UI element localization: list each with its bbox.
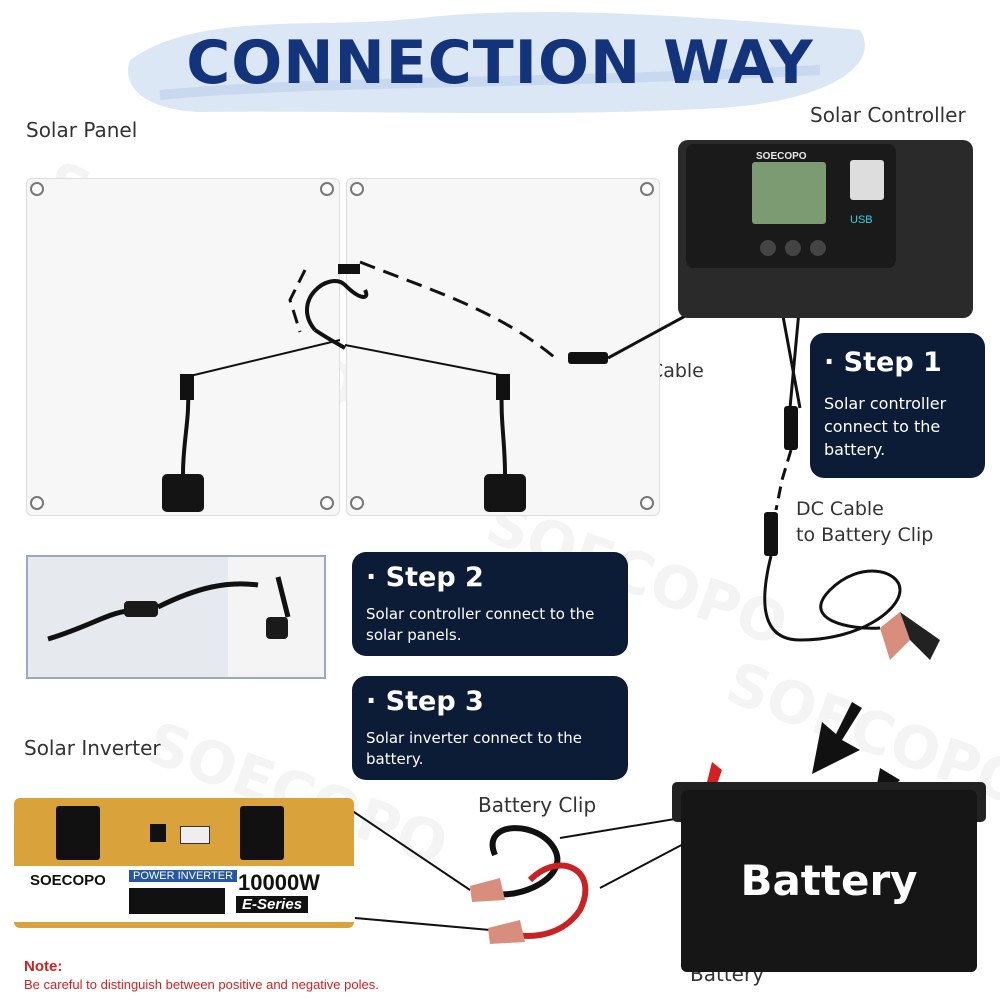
inverter-usb-ports xyxy=(180,826,210,844)
inverter-power: 10000W xyxy=(238,870,320,895)
step-3-heading: · Step 3 xyxy=(366,686,484,717)
step-2-text-line1: Solar controller connect to the xyxy=(366,605,595,623)
solar-controller-label: Solar Controller xyxy=(810,103,966,127)
controller-button xyxy=(785,240,801,256)
connector-closeup-drawing xyxy=(47,557,324,677)
usb-ports xyxy=(850,160,884,200)
ac-outlet xyxy=(56,806,100,860)
inverter-display xyxy=(129,888,225,914)
mounting-hole xyxy=(640,496,654,510)
controller-button xyxy=(760,240,776,256)
battery xyxy=(681,790,977,972)
solar-inverter-label: Solar Inverter xyxy=(24,736,161,760)
mounting-hole xyxy=(30,496,44,510)
dc-cable-battery-clip-label-line2: to Battery Clip xyxy=(796,524,934,546)
mounting-hole xyxy=(640,182,654,196)
mounting-hole xyxy=(320,182,334,196)
battery-clip-label: Battery Clip xyxy=(478,793,597,817)
inverter-series: E-Series xyxy=(236,896,309,913)
step-3-box: · Step 3 Solar inverter connect to the b… xyxy=(352,676,628,780)
inverter-brand: SOECOPO xyxy=(30,872,106,889)
ac-outlet xyxy=(240,806,284,860)
step-2-heading: · Step 2 xyxy=(366,562,484,593)
step-1-text-line2: connect to the xyxy=(824,417,941,436)
inverter-tag: POWER INVERTER xyxy=(129,870,238,882)
step-3-text-line2: battery. xyxy=(366,750,424,768)
mounting-hole xyxy=(320,496,334,510)
usb-label: USB xyxy=(850,214,873,226)
mounting-hole xyxy=(30,182,44,196)
step-1-text-line1: Solar controller xyxy=(824,394,947,413)
junction-box-right xyxy=(484,474,526,512)
controller-lcd-screen xyxy=(752,162,826,224)
step-1-heading: · Step 1 xyxy=(824,347,942,378)
title-brush-background xyxy=(128,11,865,114)
step-1-box: · Step 1 Solar controller connect to the… xyxy=(810,333,985,478)
connector-closeup-photo xyxy=(26,555,326,679)
dc-cable-battery-clip-label-line1: DC Cable xyxy=(796,498,884,520)
note-title: Note: xyxy=(24,958,63,975)
power-switch xyxy=(150,824,166,842)
solar-panel-label: Solar Panel xyxy=(26,118,138,142)
step-2-box: · Step 2 Solar controller connect to the… xyxy=(352,552,628,656)
controller-button xyxy=(810,240,826,256)
mounting-hole xyxy=(350,182,364,196)
mounting-hole xyxy=(350,496,364,510)
page-title: CONNECTION WAY xyxy=(186,28,814,98)
step-3-text-line1: Solar inverter connect to the xyxy=(366,729,582,747)
controller-brand: SOECOPO xyxy=(756,151,807,162)
battery-print: Battery xyxy=(740,856,918,905)
step-1-text-line3: battery. xyxy=(824,440,886,459)
note-body: Be careful to distinguish between positi… xyxy=(24,977,379,992)
junction-box-left xyxy=(162,474,204,512)
step-2-text-line2: solar panels. xyxy=(366,626,462,644)
